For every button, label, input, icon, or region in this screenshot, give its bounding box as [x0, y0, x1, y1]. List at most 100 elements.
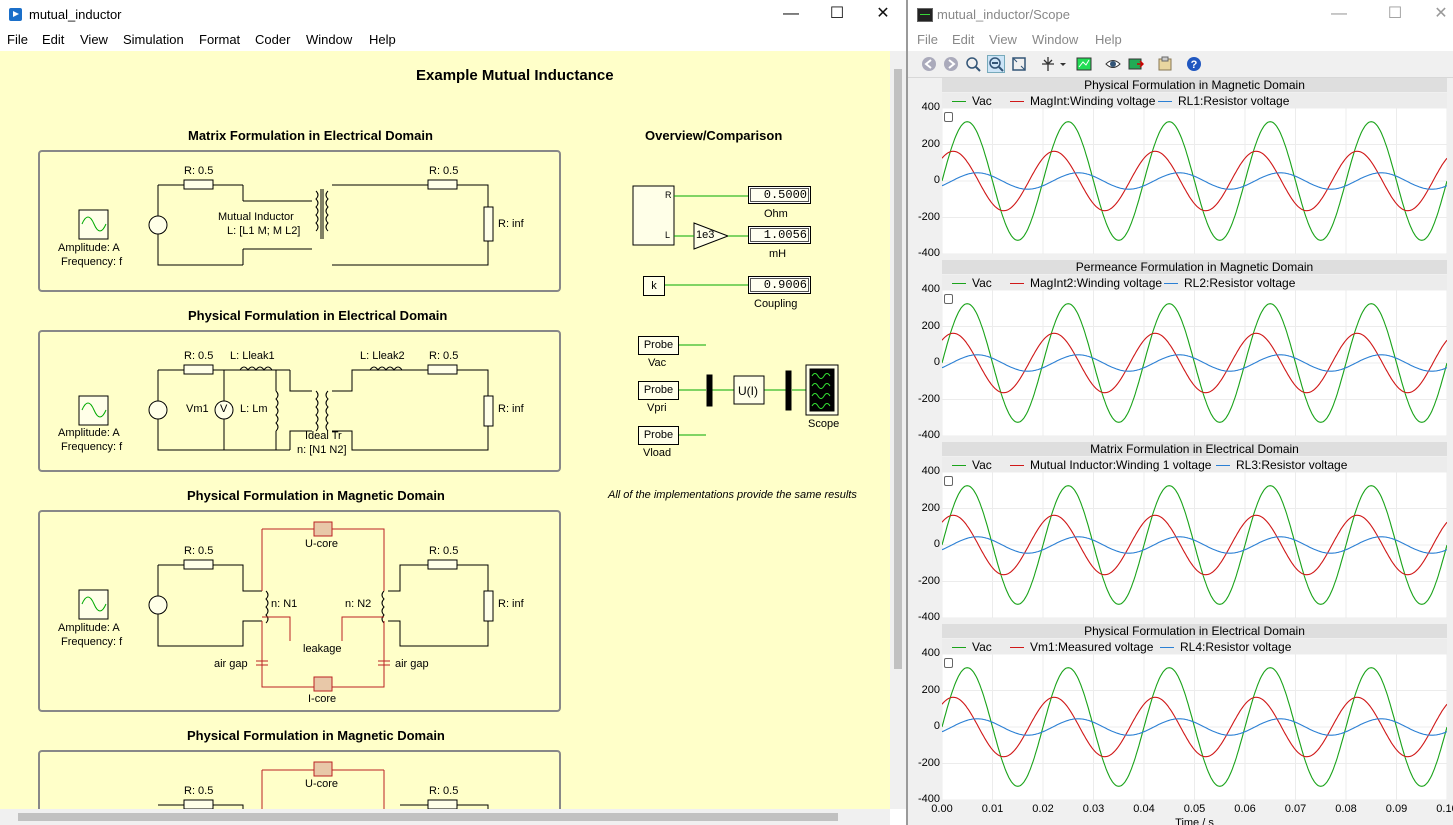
dropdown-icon[interactable] [1059, 56, 1067, 72]
minimize-button[interactable]: — [783, 5, 799, 22]
y-tick-label: -400 [917, 247, 940, 259]
back-icon[interactable] [921, 56, 937, 72]
scope-app-icon [917, 8, 933, 22]
menu-file[interactable]: File [917, 32, 938, 47]
chart-icon[interactable] [1076, 56, 1092, 72]
plot-legend: Vac Vm1:Measured voltage RL4:Resistor volt… [942, 639, 1447, 656]
legend-swatch [1158, 101, 1172, 103]
legend-label: RL4:Resistor voltage [1180, 640, 1292, 654]
subsystem-matrix[interactable] [38, 150, 561, 292]
maximize-button[interactable]: ☐ [829, 5, 845, 22]
subsystem-magnetic[interactable] [38, 510, 561, 712]
legend-swatch [952, 101, 966, 103]
close-button[interactable]: ✕ [876, 5, 890, 22]
plot-axes[interactable] [941, 653, 1448, 801]
legend-item[interactable]: Vac [952, 275, 992, 292]
probe-block[interactable]: Probe [638, 381, 679, 400]
legend-item[interactable]: MagInt:Winding voltage [1010, 93, 1155, 110]
zoom-box-icon[interactable] [1011, 56, 1027, 72]
legend-item[interactable]: MagInt2:Winding voltage [1010, 275, 1162, 292]
probe-block[interactable]: Probe [638, 336, 679, 355]
load-resistor-label: R: inf [498, 218, 524, 230]
maximize-button[interactable]: ☐ [1387, 5, 1403, 22]
app-icon [9, 8, 22, 21]
zoom-icon[interactable] [965, 56, 981, 72]
legend-item[interactable]: RL2:Resistor voltage [1164, 275, 1295, 292]
scope-plot[interactable]: Permeance Formulation in Magnetic Domain… [908, 259, 1453, 441]
help-icon[interactable]: ? [1186, 56, 1202, 72]
lleak1-label: L: Lleak1 [230, 350, 275, 362]
ui-block[interactable]: U(I) [738, 384, 758, 398]
horizontal-scroll-thumb[interactable] [18, 813, 838, 821]
x-tick-label: 0.10 [1436, 803, 1453, 815]
legend-item[interactable]: Mutual Inductor:Winding 1 voltage [1010, 457, 1211, 474]
menu-file[interactable]: File [7, 32, 28, 47]
forward-icon[interactable] [943, 56, 959, 72]
menu-simulation[interactable]: Simulation [123, 32, 184, 47]
legend-swatch [1010, 101, 1024, 103]
legend-item[interactable]: RL4:Resistor voltage [1160, 639, 1291, 656]
y-tick-label: -200 [917, 210, 940, 223]
y-tick-label: 200 [921, 137, 940, 150]
zoom-fit-icon[interactable] [987, 55, 1005, 73]
plot-canvas [941, 653, 1448, 801]
display-coupling[interactable]: 0.9006 [748, 276, 811, 294]
axis-handle-icon[interactable] [944, 294, 953, 304]
legend-item[interactable]: RL1:Resistor voltage [1158, 93, 1289, 110]
menu-view[interactable]: View [80, 32, 108, 47]
menu-help[interactable]: Help [1095, 32, 1122, 47]
scope-plot[interactable]: Physical Formulation in Electrical Domai… [908, 623, 1453, 805]
menu-edit[interactable]: Edit [952, 32, 975, 47]
model-titlebar[interactable]: mutual_inductor — ☐ ✕ [0, 0, 906, 30]
port-r-label: R [665, 190, 672, 200]
gain-block[interactable]: 1e3 [696, 229, 715, 241]
display-ohm[interactable]: 0.5000 [748, 186, 811, 204]
export-icon[interactable] [1128, 56, 1144, 72]
scope-titlebar[interactable]: mutual_inductor/Scope — ☐ ✕ [908, 0, 1453, 30]
axis-handle-icon[interactable] [944, 658, 953, 668]
legend-item[interactable]: Vac [952, 639, 992, 656]
probe-vpri-label: Vpri [647, 402, 667, 414]
legend-swatch [1164, 283, 1178, 285]
legend-item[interactable]: Vac [952, 93, 992, 110]
minimize-button[interactable]: — [1331, 5, 1347, 22]
scope-label[interactable]: Scope [808, 418, 840, 430]
k-block[interactable]: k [643, 276, 665, 296]
probe-vload-label: Vload [643, 447, 672, 459]
menu-help[interactable]: Help [369, 32, 396, 47]
eye-icon[interactable] [1105, 56, 1121, 72]
probe-block[interactable]: Probe [638, 426, 679, 445]
menu-view[interactable]: View [989, 32, 1017, 47]
settings-icon[interactable] [1157, 56, 1173, 72]
subsystem-physical-electrical[interactable] [38, 330, 561, 472]
legend-item[interactable]: Vm1:Measured voltage [1010, 639, 1153, 656]
plot-axes[interactable] [941, 107, 1448, 255]
close-button[interactable]: ✕ [1434, 5, 1448, 22]
menu-window[interactable]: Window [306, 32, 353, 47]
axis-handle-icon[interactable] [944, 112, 953, 122]
display-coupling-unit: Coupling [754, 298, 798, 310]
ucore-label: U-core [305, 538, 339, 550]
schematic-canvas[interactable]: Example Mutual Inductance Matrix Formula… [0, 51, 890, 809]
axis-handle-icon[interactable] [944, 476, 953, 486]
subsystem-magnetic-2[interactable] [38, 750, 561, 809]
y-tick-label: 0 [933, 538, 940, 550]
menu-window[interactable]: Window [1032, 32, 1079, 47]
cursor-icon[interactable] [1040, 56, 1056, 72]
series-line [941, 150, 1448, 212]
resistor-label: R: 0.5 [429, 785, 459, 797]
menu-edit[interactable]: Edit [42, 32, 65, 47]
plot-title: Permeance Formulation in Magnetic Domain [942, 260, 1447, 274]
window-separator [906, 0, 908, 825]
plot-axes[interactable] [941, 471, 1448, 619]
menu-coder[interactable]: Coder [255, 32, 291, 47]
legend-item[interactable]: RL3:Resistor voltage [1216, 457, 1347, 474]
display-mh[interactable]: 1.0056 [748, 226, 811, 244]
plot-axes[interactable] [941, 289, 1448, 437]
vertical-scroll-thumb[interactable] [894, 69, 902, 669]
menu-format[interactable]: Format [199, 32, 241, 47]
legend-item[interactable]: Vac [952, 457, 992, 474]
